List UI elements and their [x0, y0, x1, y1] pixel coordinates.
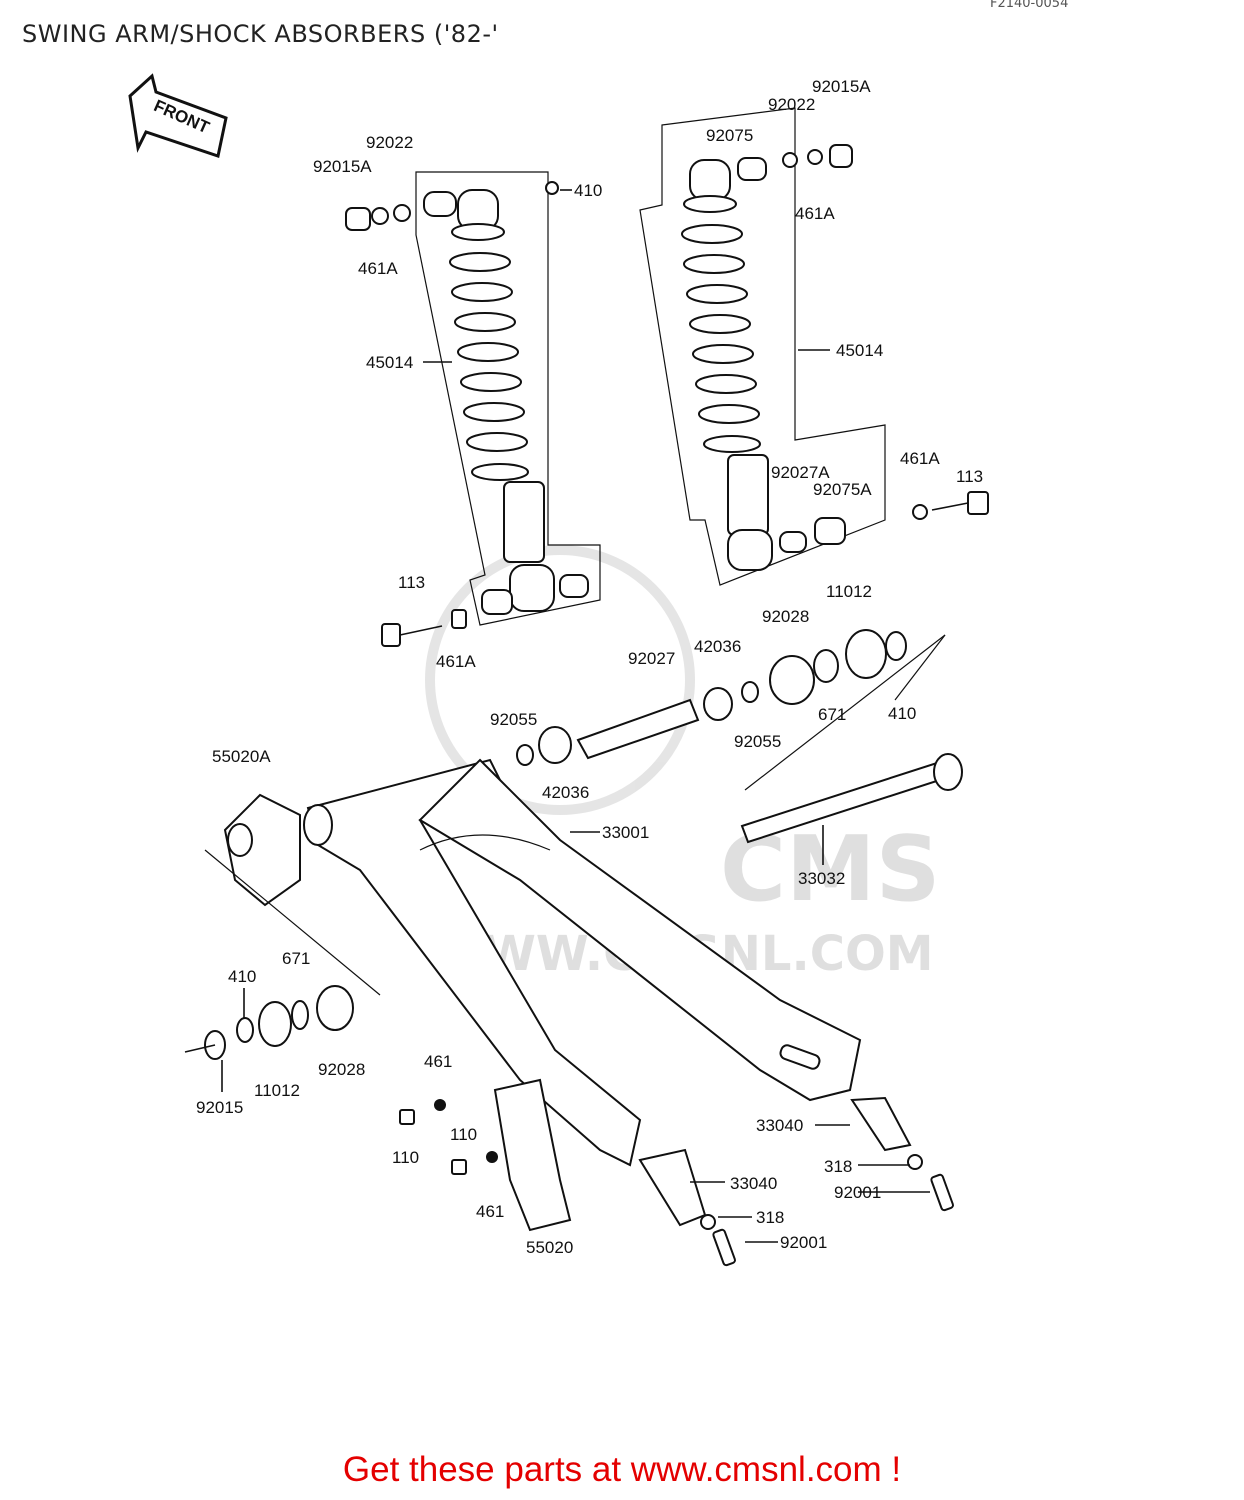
part-labels: 92015A 92022 461A 410 45014 113 461A 920… — [196, 77, 983, 1257]
part-label: 318 — [756, 1208, 784, 1227]
bolt-113-left — [381, 609, 467, 647]
part-label: 45014 — [366, 353, 413, 372]
part-label: 92075 — [706, 126, 753, 145]
part-label: 42036 — [542, 783, 589, 802]
watermark: CMS WWW.CMSNL.COM — [425, 545, 940, 982]
part-label: 410 — [228, 967, 256, 986]
leader-lines — [221, 189, 930, 1243]
part-label: 92001 — [780, 1233, 827, 1252]
bracket-55020A — [204, 793, 381, 996]
part-label: 461 — [424, 1052, 452, 1071]
part-label: 33040 — [756, 1116, 803, 1135]
part-label: 461A — [436, 652, 476, 671]
exploded-parts-diagram: CMS WWW.CMSNL.COM FRONT — [128, 73, 989, 1267]
part-label: 33040 — [730, 1174, 777, 1193]
part-label: 110 — [450, 1125, 477, 1144]
part-label: 45014 — [836, 341, 883, 360]
part-label: 461 — [476, 1202, 504, 1221]
part-label: 461A — [358, 259, 398, 278]
pivot-assembly — [516, 629, 946, 791]
part-label: 55020A — [212, 747, 271, 766]
part-label: 92022 — [768, 95, 815, 114]
part-label: 92027A — [771, 463, 830, 482]
part-label: 92028 — [762, 607, 809, 626]
part-label: 42036 — [694, 637, 741, 656]
diagram-title: SWING ARM/SHOCK ABSORBERS ('82-' — [22, 20, 499, 48]
part-label: 92055 — [490, 710, 537, 729]
part-label: 92015A — [313, 157, 372, 176]
part-label: 92001 — [834, 1183, 881, 1202]
part-label: 92055 — [734, 732, 781, 751]
part-label: 92015A — [812, 77, 871, 96]
part-label: 671 — [282, 949, 310, 968]
chain-adjuster-55020 — [399, 1078, 572, 1232]
pivot-axle-33032 — [740, 753, 963, 844]
part-label: 92028 — [318, 1060, 365, 1079]
coil-spring-left — [449, 223, 529, 481]
part-label: 461A — [795, 204, 835, 223]
adjuster-33040-right — [850, 1096, 954, 1212]
footer-promo-link[interactable]: Get these parts at www.cmsnl.com ! — [342, 1450, 902, 1489]
part-label: 410 — [888, 704, 916, 723]
part-label: 92027 — [628, 649, 675, 668]
part-label: 33032 — [798, 869, 845, 888]
part-label: 113 — [398, 573, 425, 592]
diagram-id: F2140-0054 — [990, 0, 1069, 11]
part-label: 55020 — [526, 1238, 573, 1257]
front-arrow-icon: FRONT — [128, 73, 228, 158]
coil-spring-right — [681, 195, 761, 453]
part-label: 92075A — [813, 480, 872, 499]
part-label: 11012 — [254, 1081, 300, 1100]
bolt-113-right — [931, 491, 989, 515]
part-label: 92015 — [196, 1098, 243, 1117]
right-shock-absorber — [639, 107, 928, 586]
pivot-parts-left — [184, 985, 354, 1060]
part-label: 461A — [900, 449, 940, 468]
part-label: 110 — [392, 1148, 419, 1167]
part-label: 671 — [818, 705, 846, 724]
adjuster-33040-bottom — [638, 1148, 736, 1267]
part-label: 11012 — [826, 582, 872, 601]
part-label: 113 — [956, 467, 983, 486]
part-label: 410 — [574, 181, 602, 200]
part-label: 318 — [824, 1157, 852, 1176]
part-label: 92022 — [366, 133, 413, 152]
part-label: 33001 — [602, 823, 649, 842]
swing-arm-33001 — [303, 758, 862, 1167]
left-shock-absorber — [345, 171, 601, 626]
